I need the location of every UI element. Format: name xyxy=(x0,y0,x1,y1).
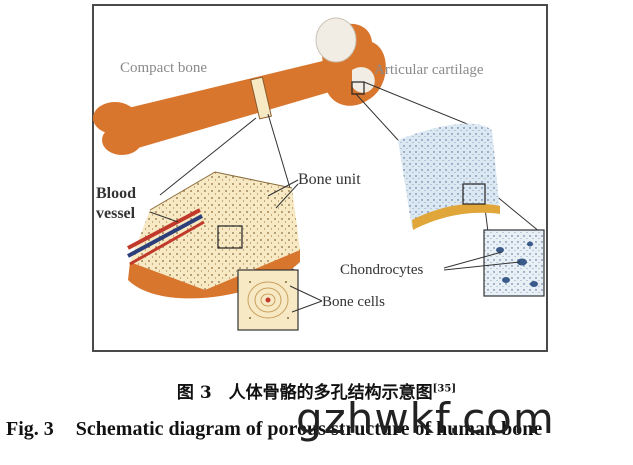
blood-vessel-label-line2: vessel xyxy=(96,205,136,222)
chinese-caption: 图 3 人体骨骼的多孔结构示意图[35] xyxy=(176,383,457,403)
compact-bone-label: Compact bone xyxy=(120,60,207,76)
figure-number: Fig. 3 xyxy=(6,418,54,440)
bone-cells-label: Bone cells xyxy=(322,294,385,310)
bone-diagram: Compact bone Articular cartilage Blood v… xyxy=(93,17,545,331)
chondrocytes-label: Chondrocytes xyxy=(340,262,423,278)
label-leaders xyxy=(149,179,521,313)
figure-title: Schematic diagram of porous structure of… xyxy=(75,418,543,440)
cartilage-block xyxy=(398,123,500,230)
watermark: gzhwkf.com xyxy=(296,394,555,443)
blood-vessel-label-line1: Blood xyxy=(96,185,136,202)
bone-cells-zoom xyxy=(237,269,299,331)
articular-cartilage-label: Articular cartilage xyxy=(374,62,484,78)
femur-bone xyxy=(93,17,386,155)
english-caption: Fig. 3 Schematic diagram of porous struct… xyxy=(6,418,633,441)
bone-unit-label: Bone unit xyxy=(298,171,361,188)
